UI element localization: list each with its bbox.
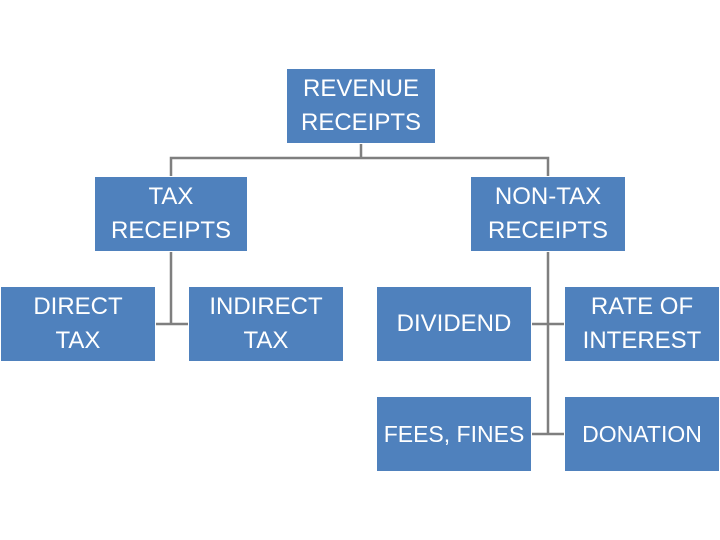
fees-fines-node: FEES, FINES [376, 396, 532, 472]
dividend-node: DIVIDEND [376, 286, 532, 362]
rate-of-interest-node: RATE OF INTEREST [564, 286, 720, 362]
connector-tax-branch [156, 252, 188, 326]
donation-node: DONATION [564, 396, 720, 472]
non-tax-receipts-node: NON-TAX RECEIPTS [470, 176, 626, 252]
tax-receipts-node: TAX RECEIPTS [94, 176, 248, 252]
indirect-tax-node: INDIRECT TAX [188, 286, 344, 362]
connector-nontax-branch [532, 252, 564, 436]
connector-root-to-children [169, 144, 550, 176]
revenue-receipts-node: REVENUE RECEIPTS [286, 68, 436, 144]
direct-tax-node: DIRECT TAX [0, 286, 156, 362]
